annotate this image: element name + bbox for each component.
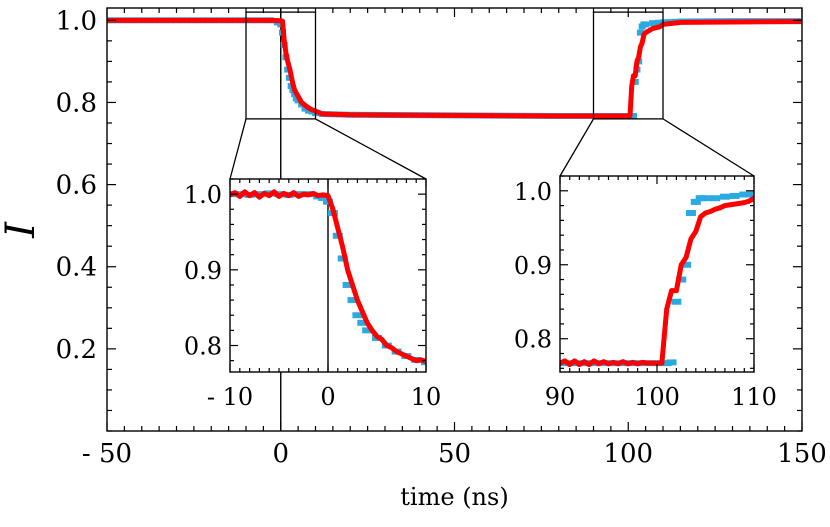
main-ylabel: I [0,221,44,239]
main-ytick-label: 0.4 [56,253,97,283]
zoom-box-1 [245,11,317,120]
main-ytick-label: 1.0 [56,6,97,36]
inset-left-ticks [229,178,427,372]
zoom-connector-left-1 [229,118,247,180]
main-ticks [106,8,803,432]
main-ytick-label: 0.8 [56,88,97,118]
inset-right-plot: 90 100 110 0.8 0.9 1.0 [514,175,777,411]
inset-right-ytick-label: 1.0 [514,178,552,206]
zoom-connector-right-2 [662,118,755,177]
main-xtick-label: 50 [438,439,471,469]
inset-left-ytick-label: 1.0 [184,181,222,209]
inset-left-ytick-label: 0.8 [184,333,222,361]
main-data-layer [107,8,802,431]
inset-left-plot: - 10 0 10 0.8 0.9 1.0 [184,178,442,411]
inset-right-xtick-label: 110 [731,383,777,411]
inset-right-ticks [559,175,755,372]
inset-right-xtick-label: 100 [634,383,680,411]
inset-right-xtick-label: 90 [545,383,576,411]
main-xtick-label: 150 [777,439,827,469]
main-ytick-label: 0.6 [56,171,97,201]
inset-left-xtick-label: 10 [411,383,442,411]
inset-left-xtick-label: - 10 [207,383,253,411]
inset-right-ytick-label: 0.8 [514,326,552,354]
main-xtick-label: 0 [272,439,289,469]
inset-left-series-1-line [230,189,426,364]
inset-right-ytick-label: 0.9 [514,252,552,280]
zoom-connector-right-1 [315,118,427,180]
inset-right-data-layer [560,191,754,368]
zoom-indicators [229,11,755,180]
zoom-box-2 [592,11,664,120]
main-xlabel: time (ns) [400,483,508,511]
main-ytick-label: 0.2 [56,335,97,365]
main-xtick-label: 100 [603,439,653,469]
main-xtick-label: - 50 [82,439,132,469]
inset-left-ytick-label: 0.9 [184,257,222,285]
inset-left-data-layer [230,179,426,372]
inset-right-series-1-line [560,195,754,368]
inset-left-xtick-label: 0 [320,383,335,411]
zoom-connector-left-2 [559,118,595,177]
main-series-1-line [107,17,802,119]
